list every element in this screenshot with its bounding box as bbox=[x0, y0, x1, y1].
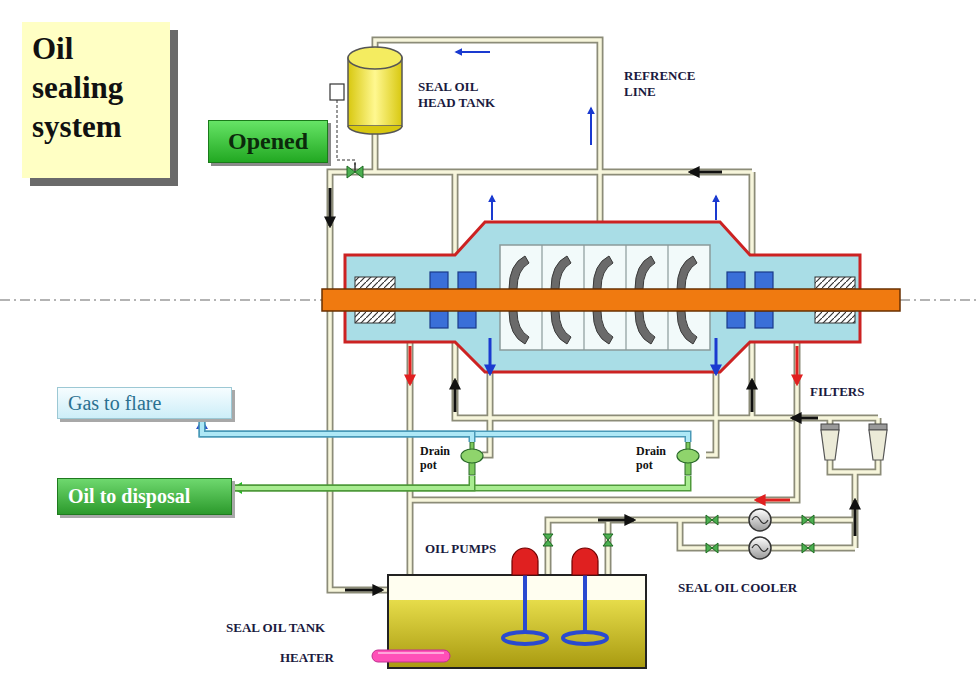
pot-body bbox=[677, 449, 699, 463]
node-text: Oil to disposal bbox=[68, 485, 190, 508]
pipe-connector bbox=[202, 419, 472, 442]
node-text: Drain pot bbox=[636, 445, 672, 473]
pot-body bbox=[461, 449, 483, 463]
pipe-connector bbox=[232, 476, 472, 488]
flow-arrows bbox=[330, 52, 855, 590]
pipe-fill bbox=[232, 476, 688, 488]
oil-pumps bbox=[503, 548, 607, 644]
pipe-outline bbox=[232, 476, 472, 488]
pipe-fill bbox=[202, 419, 688, 442]
drain-pot: Drain pot bbox=[636, 442, 701, 476]
pipe-fill bbox=[232, 476, 472, 488]
valve-stem bbox=[354, 163, 356, 172]
part-label: REFRENCE LINE bbox=[624, 68, 708, 99]
node-text: Opened bbox=[228, 128, 308, 155]
part-label: SEAL OIL HEAD TANK bbox=[418, 79, 502, 110]
valves bbox=[543, 515, 814, 553]
part-label: SEAL OIL COOLER bbox=[678, 580, 797, 596]
filters bbox=[821, 424, 887, 460]
pipe-fill bbox=[330, 40, 878, 590]
head-tank bbox=[348, 47, 402, 134]
level-transmitter bbox=[330, 84, 344, 100]
shaft bbox=[322, 289, 900, 311]
drain-pot: Drain pot bbox=[420, 442, 485, 476]
signal-line bbox=[337, 100, 355, 165]
part-label: HEATER bbox=[280, 650, 334, 666]
part-label: FILTERS bbox=[810, 384, 864, 400]
status-box: Opened bbox=[208, 120, 328, 163]
control-valve bbox=[347, 166, 363, 178]
pipe-outline bbox=[202, 419, 688, 442]
outlet-box: Oil to disposal bbox=[57, 478, 232, 515]
part-label: SEAL OIL TANK bbox=[226, 620, 325, 636]
title-box: Oil sealing system bbox=[22, 22, 170, 178]
title-text: Oil sealing system bbox=[32, 30, 160, 146]
pot-stem bbox=[685, 462, 691, 475]
pipe-connector bbox=[196, 419, 688, 442]
outlet-box: Gas to flare bbox=[57, 387, 232, 419]
drain-pot-symbol bbox=[675, 442, 701, 476]
node-text: Drain pot bbox=[420, 445, 456, 473]
pipe-outline bbox=[330, 40, 878, 590]
pipe-connector bbox=[232, 476, 688, 494]
part-label: OIL PUMPS bbox=[425, 541, 496, 557]
seal-oil-coolers bbox=[749, 509, 771, 559]
drain-pot-symbol bbox=[459, 442, 485, 476]
pipe-outline bbox=[232, 476, 688, 488]
pot-stem bbox=[469, 462, 475, 475]
heater bbox=[372, 650, 450, 662]
pipe-outline bbox=[202, 419, 472, 442]
node-text: Gas to flare bbox=[68, 392, 161, 415]
pipe-fill bbox=[202, 419, 472, 442]
